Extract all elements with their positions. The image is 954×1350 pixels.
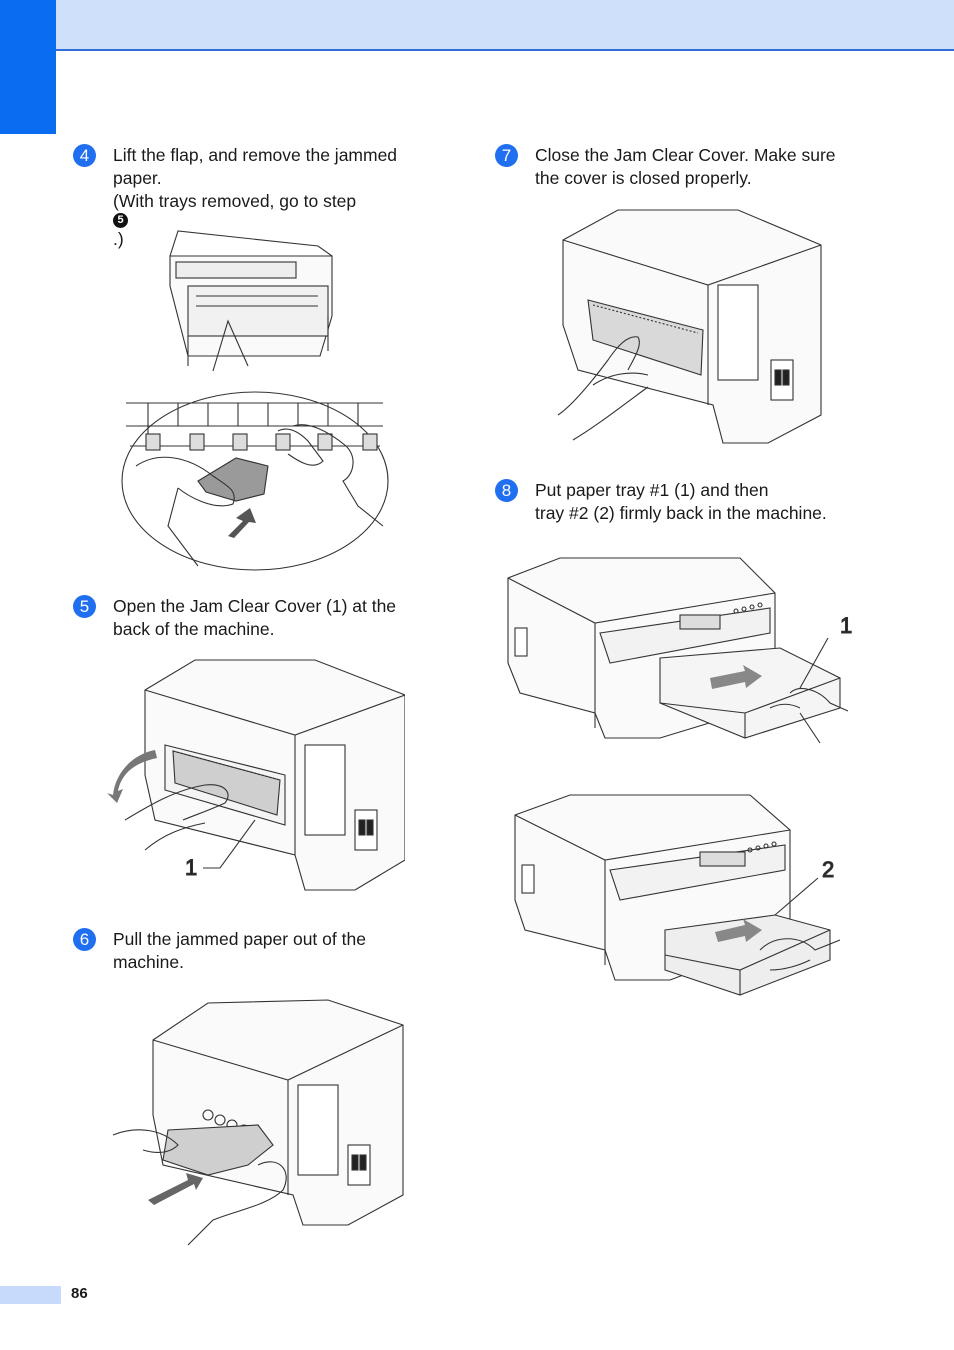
step-line: Put paper tray #1 (1) and then [535, 480, 769, 500]
step-text: Open the Jam Clear Cover (1) at the back… [113, 595, 396, 641]
figure-close-jam-clear-cover [553, 205, 825, 445]
step-text: Pull the jammed paper out of the machine… [113, 928, 366, 974]
callout-1: 1 [185, 855, 197, 880]
figure-insert-tray-2: 2 [510, 790, 840, 1000]
step-ref-suffix: .) [113, 229, 124, 249]
step-ref-badge[interactable]: 5 [113, 213, 128, 228]
step-number-badge: 5 [73, 595, 96, 618]
chapter-tab [0, 0, 56, 134]
step-line: tray #2 (2) firmly back in the machine. [535, 503, 827, 523]
step-line: machine. [113, 952, 185, 972]
callout-1: 1 [840, 613, 852, 638]
step-line: (With trays removed, go to step [113, 191, 357, 211]
step-number-badge: 7 [495, 144, 518, 167]
header-band [0, 0, 954, 51]
step-number-badge: 8 [495, 479, 518, 502]
step-number-badge: 6 [73, 928, 96, 951]
step-line: Open the Jam Clear Cover (1) at the [113, 596, 397, 616]
page-number-tab [0, 1286, 61, 1304]
figure-pull-jammed-paper [108, 995, 408, 1250]
figure-remove-jammed-paper [118, 226, 393, 574]
step-text: Lift the flap, and remove the jammed pap… [113, 144, 397, 251]
step-line: Lift the flap, and remove the jammed [113, 145, 398, 165]
page-number: 86 [71, 1285, 88, 1302]
step-line: paper. [113, 168, 162, 188]
figure-insert-tray-1: 1 [500, 553, 860, 748]
callout-2: 2 [822, 857, 834, 882]
step-number-badge: 4 [73, 144, 96, 167]
step-text: Put paper tray #1 (1) and then tray #2 (… [535, 479, 827, 525]
step-text: Close the Jam Clear Cover. Make sure the… [535, 144, 836, 190]
step-line: back of the machine. [113, 619, 275, 639]
step-line: the cover is closed properly. [535, 168, 752, 188]
step-line: Pull the jammed paper out of the [113, 929, 366, 949]
step-line: Close the Jam Clear Cover. Make sure [535, 145, 836, 165]
figure-open-jam-clear-cover: 1 [105, 655, 405, 895]
step-line-with-ref: (With trays removed, go to step 5.) [113, 190, 397, 251]
